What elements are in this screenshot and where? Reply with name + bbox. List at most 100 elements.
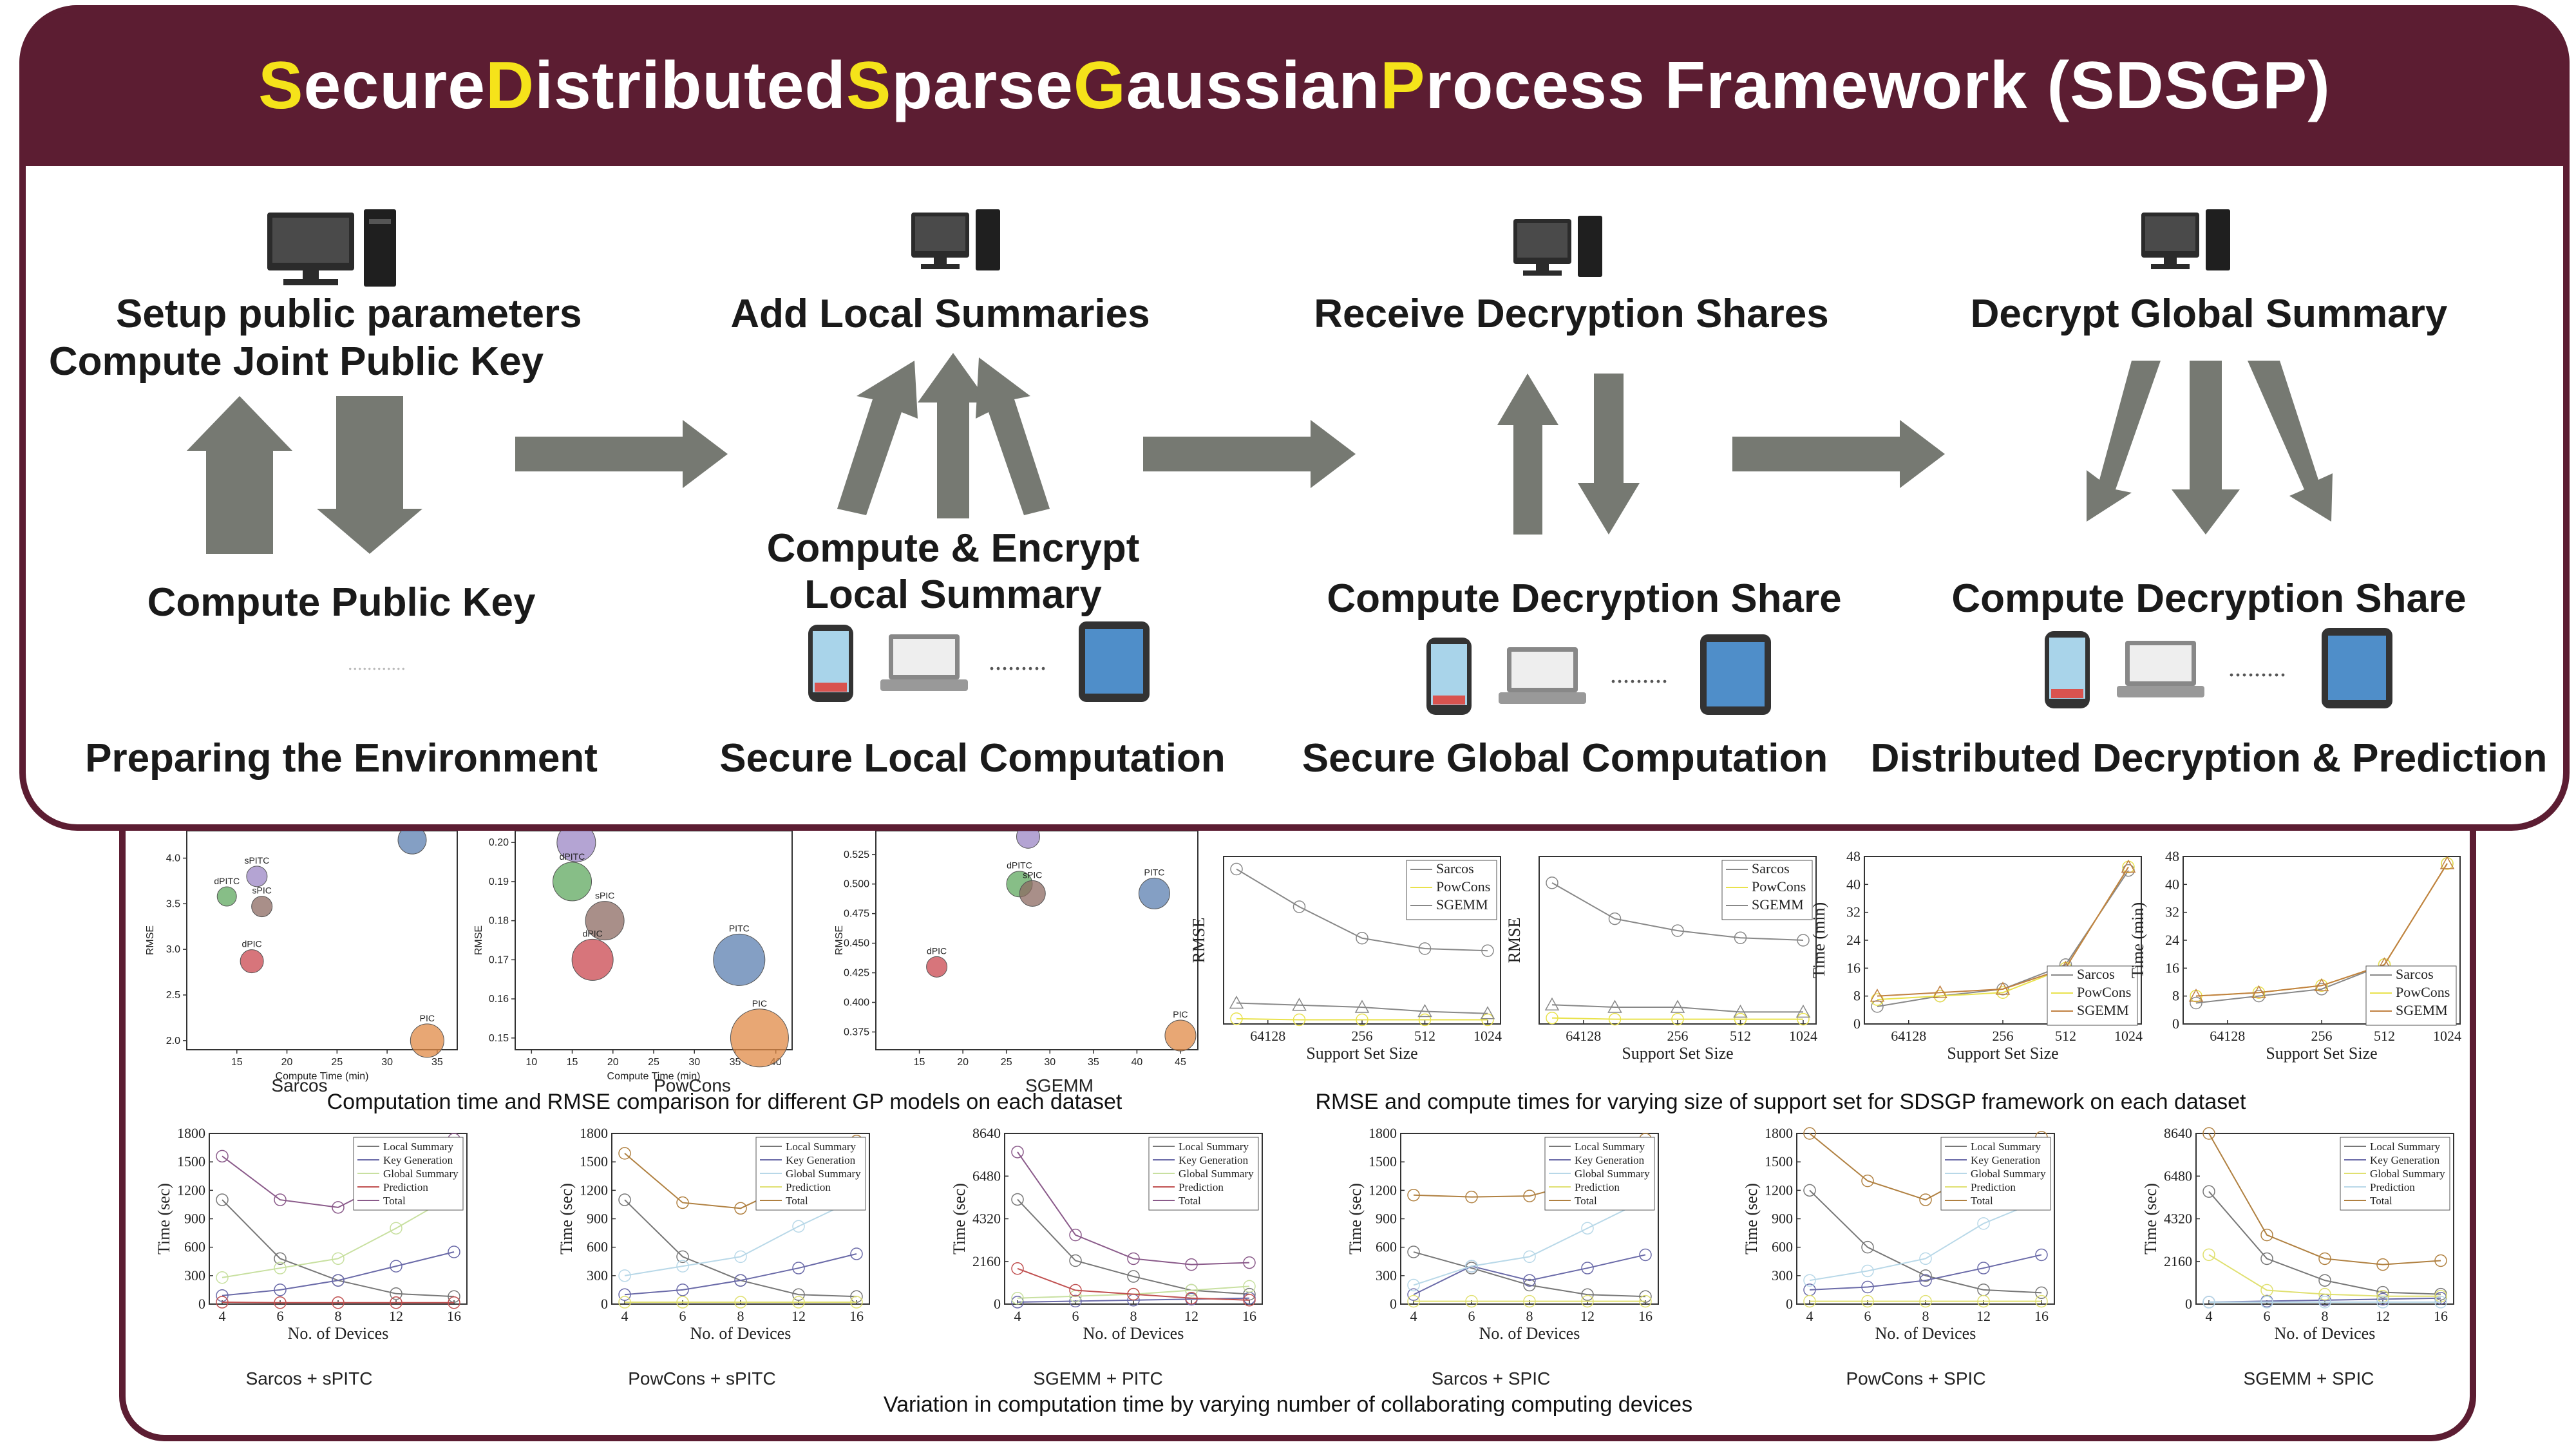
point-label: dPIC <box>242 939 262 949</box>
data-point <box>1465 1190 1478 1204</box>
legend-label: Key Generation <box>1971 1154 2041 1166</box>
data-point <box>1011 1193 1024 1206</box>
y-tick-label: 1800 <box>580 1125 608 1141</box>
y-tick-label: 900 <box>184 1211 205 1227</box>
desktop-computer-icon <box>1513 216 1602 277</box>
x-tick-label: 256 <box>1993 1028 2014 1044</box>
point-label: PIC <box>752 998 767 1009</box>
framework-graphics: ......... ......... ......... ..........… <box>187 209 2392 715</box>
x-tick-label: 6 <box>2264 1308 2271 1324</box>
data-point <box>1797 1012 1810 1026</box>
data-point <box>1670 999 1685 1013</box>
y-tick-label: 0 <box>601 1296 608 1312</box>
y-tick-label: 0 <box>198 1296 205 1312</box>
data-point <box>1069 1294 1082 1308</box>
legend-label: Local Summary <box>2370 1141 2441 1153</box>
x-tick-label: 6 <box>1468 1308 1475 1324</box>
y-tick-label: 300 <box>587 1267 608 1283</box>
title-text: ecure <box>303 48 486 123</box>
y-tick-label: 300 <box>1772 1267 1793 1283</box>
data-point <box>390 1260 402 1273</box>
data-point <box>713 933 766 986</box>
legend-label: Global Summary <box>2370 1168 2445 1180</box>
x-tick-label: 1024 <box>1473 1028 1502 1044</box>
y-tick-label: 0 <box>1853 1016 1861 1032</box>
data-point <box>734 1296 747 1309</box>
y-tick-label: 900 <box>1376 1211 1397 1227</box>
data-point <box>1797 934 1810 947</box>
data-point <box>1185 1258 1198 1271</box>
data-point <box>1977 1294 1990 1308</box>
point-label: dPIC <box>927 945 947 956</box>
series-line <box>1551 1004 1803 1013</box>
data-point <box>1671 924 1684 937</box>
data-point <box>1523 1250 1536 1264</box>
x-tick-label: 512 <box>1414 1028 1435 1044</box>
y-tick-label: 48 <box>2165 848 2179 864</box>
legend-label: Prediction <box>1575 1181 1620 1193</box>
legend-label: SGEMM <box>1436 896 1488 913</box>
y-tick-label: 32 <box>2165 904 2179 920</box>
data-point <box>618 1296 631 1309</box>
y-tick-label: 300 <box>1376 1267 1397 1283</box>
legend-label: Local Summary <box>1179 1141 1249 1153</box>
data-point <box>1803 1127 1816 1140</box>
up-arrow <box>187 396 292 554</box>
stage1-name: Preparing the Environment <box>85 736 598 781</box>
x-tick-label: 8 <box>335 1308 342 1324</box>
chart-subtitle: SGEMM + PITC <box>1033 1368 1162 1388</box>
data-point <box>734 1250 747 1264</box>
data-point <box>448 1245 460 1258</box>
data-point <box>1016 831 1040 849</box>
x-axis-label: No. of Devices <box>1875 1324 1976 1343</box>
legend-label: Key Generation <box>1575 1154 1645 1166</box>
data-point <box>1523 1189 1536 1202</box>
series-line <box>1017 1198 1250 1295</box>
x-tick-label: 16 <box>1638 1308 1653 1324</box>
data-point <box>1639 1294 1652 1308</box>
legend-label: Sarcos <box>1752 860 1790 876</box>
data-point <box>1523 1278 1536 1292</box>
data-point <box>274 1193 287 1206</box>
stage1-top-label-2: Compute Joint Public Key <box>48 339 544 384</box>
legend-label: Key Generation <box>2370 1154 2440 1166</box>
data-point <box>1608 1012 1622 1026</box>
data-point <box>676 1283 689 1296</box>
data-point <box>1523 1274 1536 1287</box>
chart-subtitle: Sarcos + sPITC <box>246 1368 373 1388</box>
laptop-icon <box>880 634 968 691</box>
legend-label: SGEMM <box>2396 1002 2448 1018</box>
series-line <box>222 1251 455 1296</box>
stage2-name: Secure Local Computation <box>719 736 1226 781</box>
x-tick-label: 35 <box>1088 1057 1099 1068</box>
data-point <box>676 1250 689 1264</box>
point-label: dPITC <box>214 876 240 886</box>
data-point <box>1230 1012 1243 1025</box>
data-point <box>1069 1228 1082 1242</box>
x-tick-label: 4 <box>621 1308 629 1324</box>
data-point <box>618 1147 631 1160</box>
chart-subtitle: SGEMM <box>1025 1075 1094 1095</box>
x-axis-label: Support Set Size <box>1947 1044 2058 1063</box>
stage2-bottom-label-1: Compute & Encrypt <box>766 526 1140 571</box>
legend-label: Prediction <box>383 1181 428 1193</box>
y-tick-label: 0.525 <box>844 849 869 860</box>
legend-label: Global Summary <box>786 1168 861 1180</box>
legend-label: Sarcos <box>2396 966 2434 982</box>
y-tick-label: 32 <box>1846 904 1861 920</box>
y-tick-label: 6480 <box>2164 1168 2192 1184</box>
data-point <box>410 1023 444 1058</box>
data-point <box>1544 997 1560 1011</box>
device-row: ......... <box>808 621 1150 702</box>
data-point <box>1919 1269 1932 1282</box>
desktop-computer-icon <box>911 209 1000 270</box>
chart-subtitle: Sarcos + SPIC <box>1432 1368 1550 1388</box>
x-tick-label: 4 <box>1806 1308 1814 1324</box>
smartphone-icon <box>808 625 853 702</box>
legend-label: Local Summary <box>786 1141 857 1153</box>
x-tick-label: 15 <box>567 1057 578 1068</box>
